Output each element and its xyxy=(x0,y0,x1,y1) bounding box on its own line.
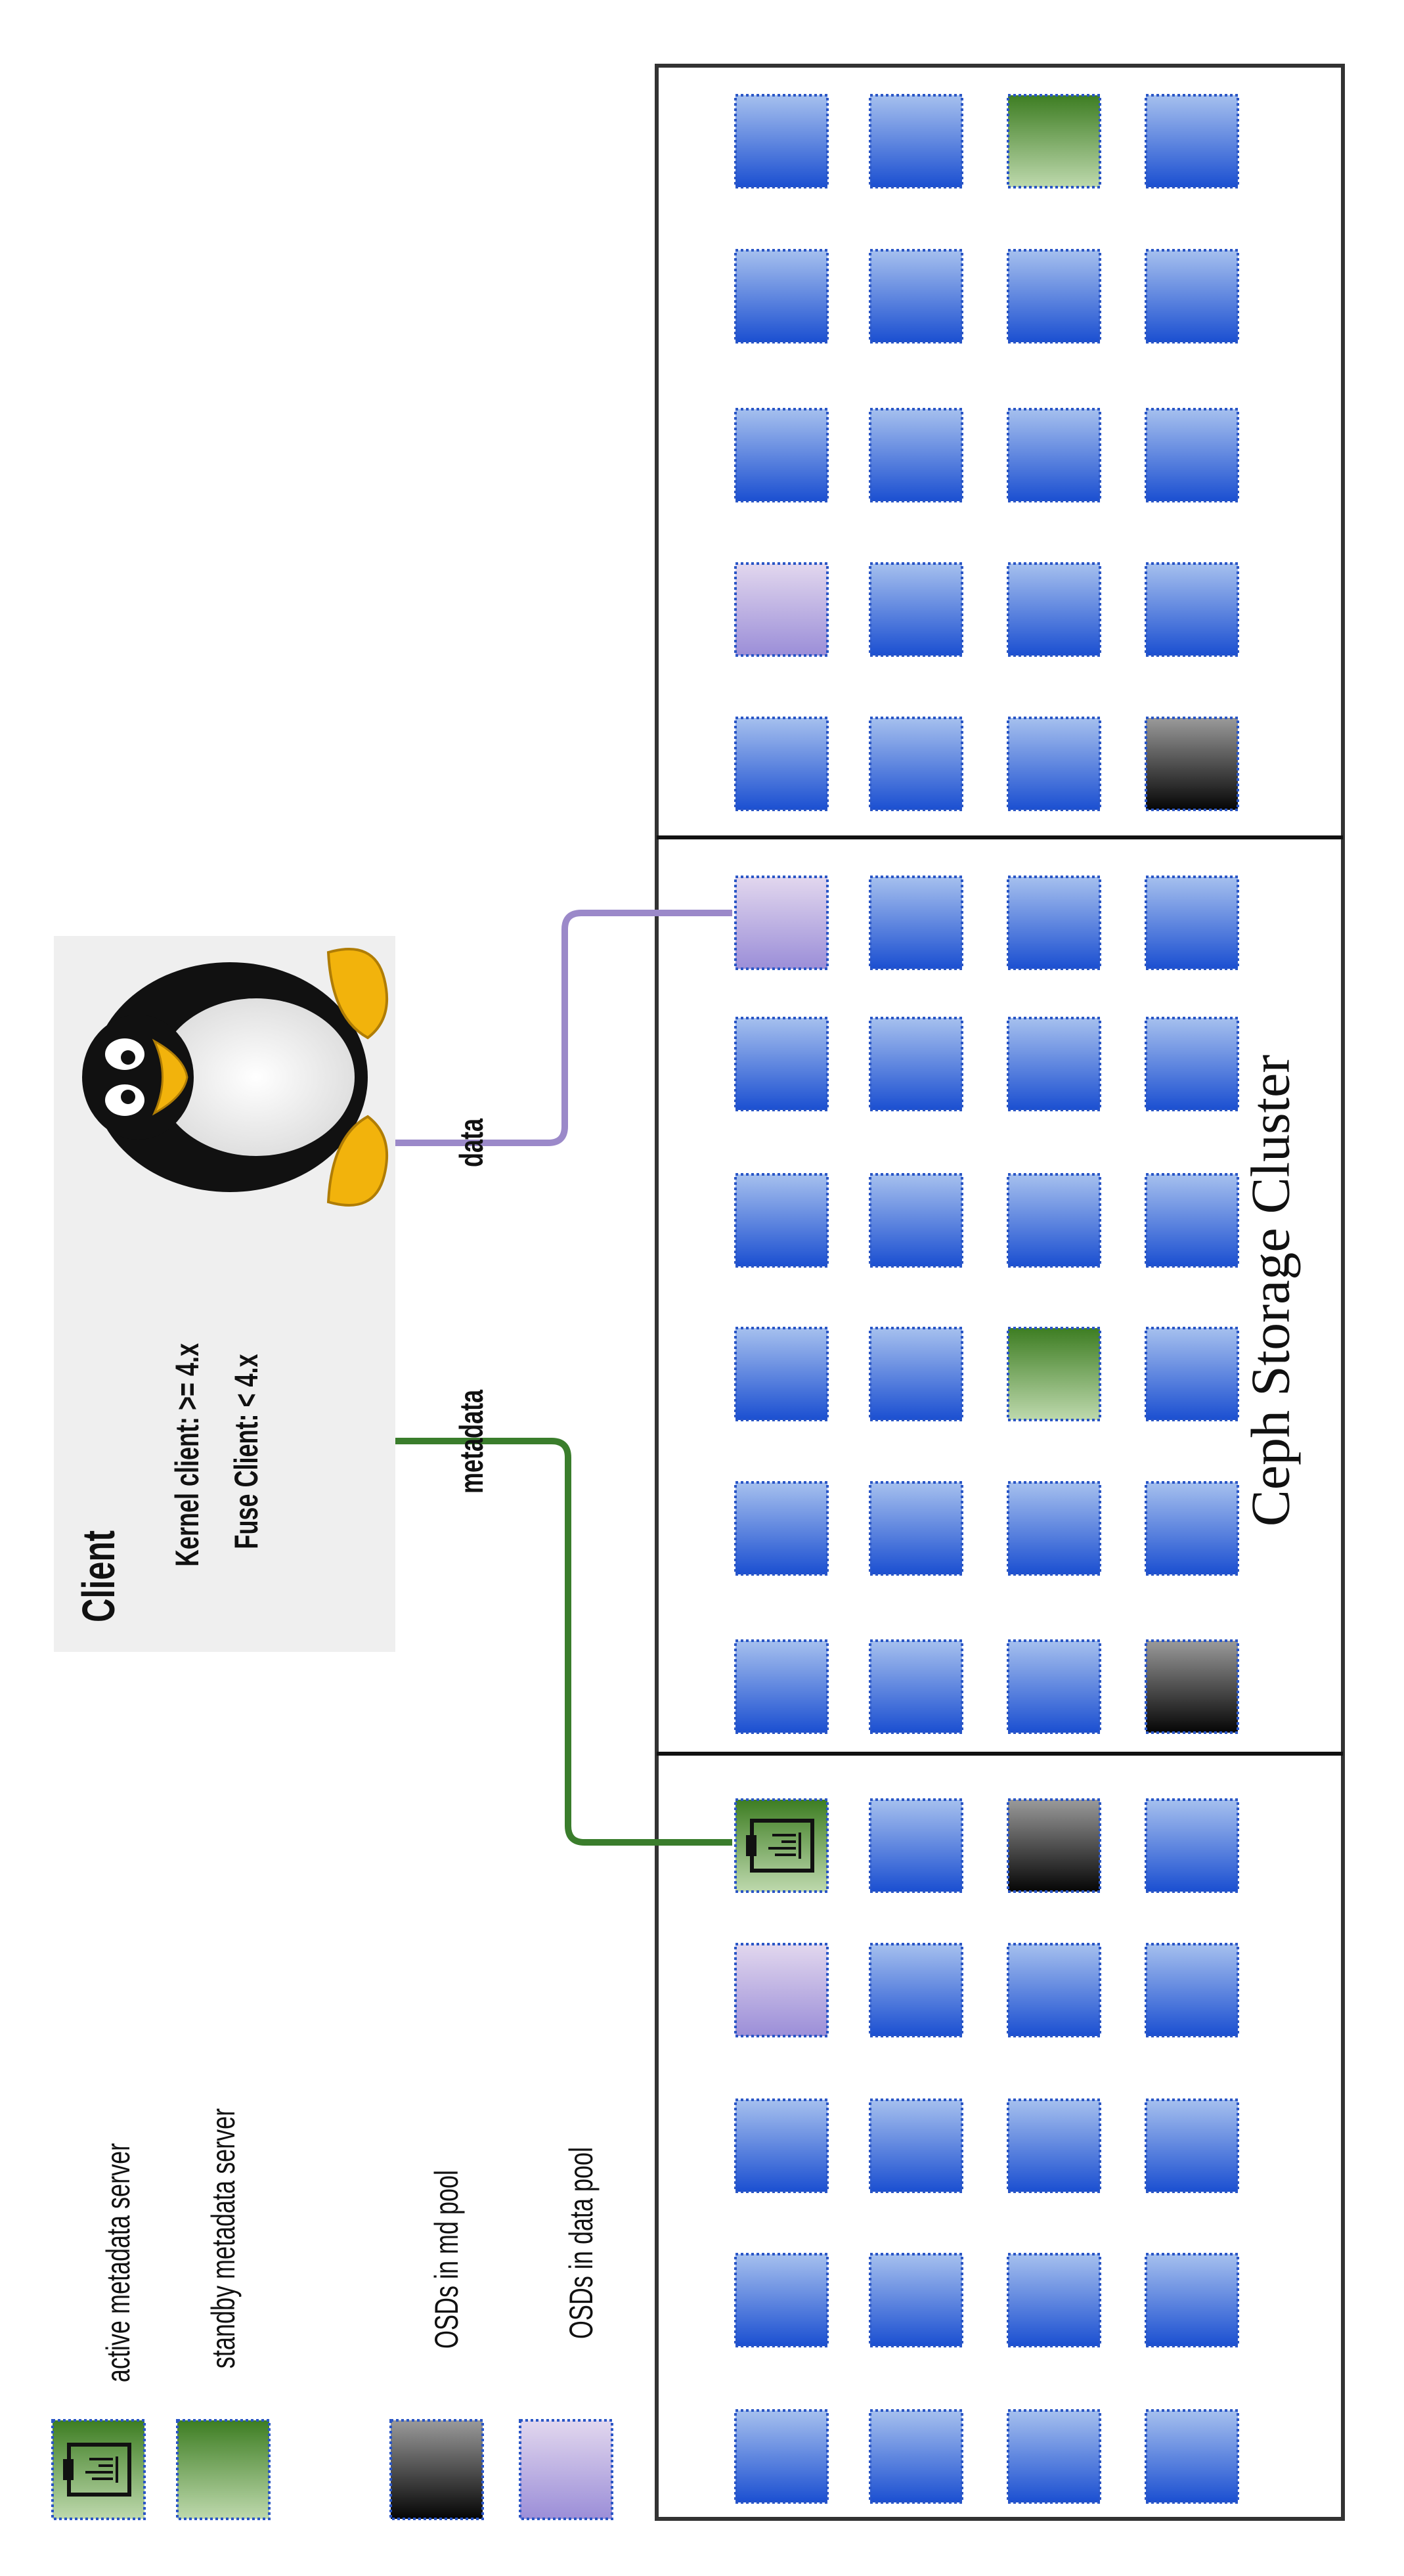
osd xyxy=(869,2253,963,2347)
osd xyxy=(1145,1017,1239,1111)
osd xyxy=(1007,1173,1101,1268)
osd xyxy=(869,1943,963,2037)
data-link xyxy=(395,910,732,1146)
osd-data-pool xyxy=(734,876,829,970)
legend-data-pool-label: OSDs in data pool xyxy=(563,2146,600,2340)
osd xyxy=(734,249,829,344)
osd xyxy=(734,1017,829,1111)
client-title: Client xyxy=(73,1530,124,1623)
osd xyxy=(1145,2253,1239,2347)
osd xyxy=(1007,2099,1101,2193)
osd xyxy=(1145,1943,1239,2037)
osd-md-pool xyxy=(1007,1798,1101,1893)
osd xyxy=(1007,876,1101,970)
osd xyxy=(734,94,829,189)
osd xyxy=(1145,2409,1239,2504)
osd-md-pool xyxy=(1145,1639,1239,1734)
osd xyxy=(734,2099,829,2193)
osd xyxy=(734,2253,829,2347)
osd xyxy=(869,249,963,344)
osd xyxy=(1007,562,1101,657)
cluster-label: Ceph Storage Cluster xyxy=(1240,1054,1302,1527)
osd-standby-mds xyxy=(1007,94,1101,189)
osd xyxy=(869,1639,963,1734)
osd xyxy=(869,876,963,970)
osd xyxy=(734,1639,829,1734)
osd xyxy=(1007,249,1101,344)
osd xyxy=(734,1173,829,1268)
osd xyxy=(1145,94,1239,189)
data-link-label: data xyxy=(453,1118,490,1168)
osd xyxy=(869,1173,963,1268)
osd xyxy=(869,562,963,657)
osd xyxy=(869,2409,963,2504)
osd-data-pool xyxy=(734,562,829,657)
osd xyxy=(869,717,963,811)
osd xyxy=(1007,408,1101,502)
legend-standby-mds-swatch xyxy=(176,2419,271,2520)
osd xyxy=(734,408,829,502)
osd xyxy=(1007,717,1101,811)
osd xyxy=(1145,249,1239,344)
osd xyxy=(1145,1327,1239,1421)
cluster-frame xyxy=(655,64,1345,2521)
osd xyxy=(734,2409,829,2504)
legend-swatches xyxy=(51,2419,613,2520)
legend-active-mds-label: active metadata server xyxy=(100,2143,137,2383)
osd-data-pool xyxy=(734,1943,829,2037)
osd xyxy=(869,408,963,502)
osd-md-pool xyxy=(1145,717,1239,811)
osd xyxy=(1145,1798,1239,1893)
osd xyxy=(734,1481,829,1576)
osd xyxy=(1145,408,1239,502)
osd xyxy=(734,1327,829,1421)
osd xyxy=(1007,1017,1101,1111)
osd xyxy=(869,2099,963,2193)
osd xyxy=(1145,1173,1239,1268)
legend-md-pool-swatch xyxy=(389,2419,484,2520)
osd xyxy=(869,94,963,189)
osd xyxy=(869,1327,963,1421)
metadata-link xyxy=(395,1438,732,1846)
osd xyxy=(1145,876,1239,970)
legend-standby-mds-label: standby metadata server xyxy=(205,2108,242,2369)
osd xyxy=(1007,1639,1101,1734)
osd xyxy=(1007,1481,1101,1576)
osd-standby-mds xyxy=(1007,1327,1101,1421)
osd-grid xyxy=(734,94,1239,2504)
osd xyxy=(869,1481,963,1576)
legend-md-pool-label: OSDs in md pool xyxy=(428,2169,465,2349)
osd xyxy=(1007,2409,1101,2504)
osd xyxy=(1007,1943,1101,2037)
osd xyxy=(869,1017,963,1111)
osd xyxy=(1145,562,1239,657)
metadata-link-label: metadata xyxy=(453,1389,490,1494)
linux-penguin-icon xyxy=(82,948,389,1207)
osd xyxy=(734,717,829,811)
legend-data-pool-swatch xyxy=(519,2419,613,2520)
kernel-client-label: Kernel client: >= 4.x xyxy=(169,1343,206,1567)
osd xyxy=(869,1798,963,1893)
metadata-server-icon xyxy=(63,2443,131,2497)
osd xyxy=(1145,1481,1239,1576)
osd xyxy=(1007,2253,1101,2347)
fuse-client-label: Fuse Client: < 4.x xyxy=(228,1354,265,1549)
osd xyxy=(1145,2099,1239,2193)
metadata-server-icon xyxy=(746,1819,814,1873)
